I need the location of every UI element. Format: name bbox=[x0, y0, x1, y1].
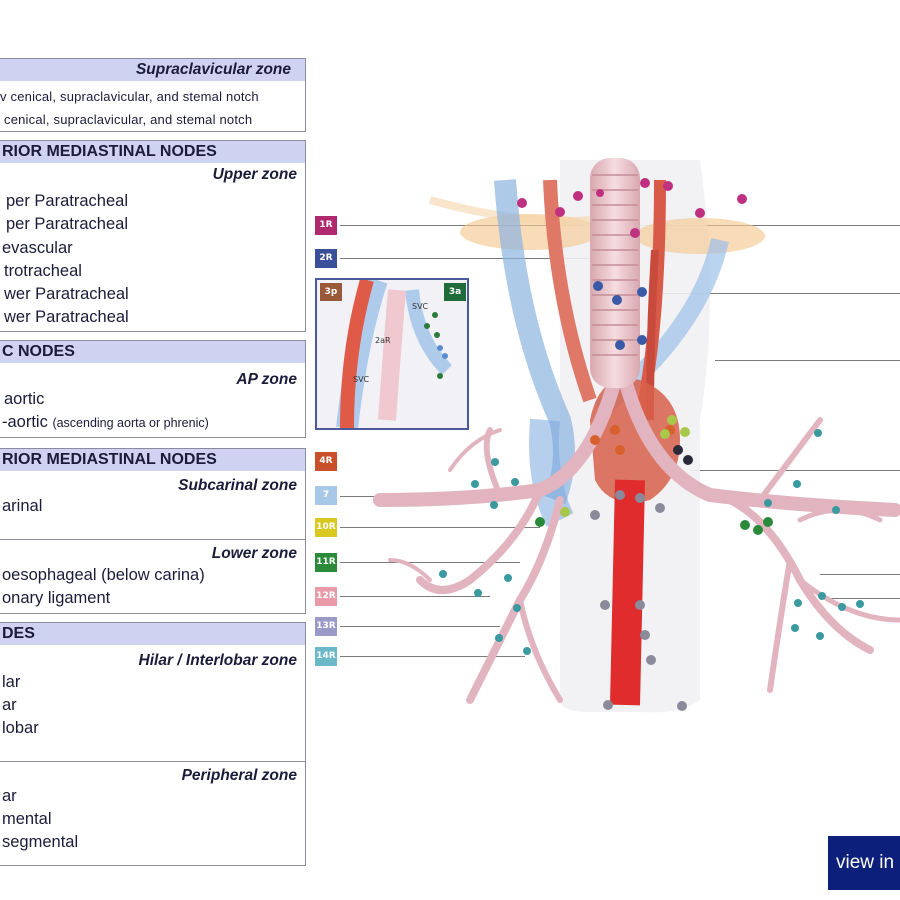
n1-row: ar bbox=[2, 696, 17, 714]
station-13R-badge[interactable]: 13R bbox=[315, 617, 337, 636]
leader-line bbox=[820, 598, 900, 599]
superior-row: per Paratracheal bbox=[6, 192, 128, 210]
subcarinal-zone-title: Subcarinal zone bbox=[178, 477, 297, 494]
inferior-row: onary ligament bbox=[2, 589, 111, 607]
superior-mediastinal-header: RIOR MEDIASTINAL NODES bbox=[0, 141, 305, 163]
inset-trachea bbox=[378, 289, 406, 421]
lymph-nodes-green bbox=[535, 415, 773, 535]
station-7-badge[interactable]: 7 bbox=[315, 486, 337, 505]
trachea bbox=[590, 158, 640, 388]
station-10R-badge[interactable]: 10R bbox=[315, 518, 337, 537]
station-4R-badge[interactable]: 4R bbox=[315, 452, 337, 471]
trachea-rings bbox=[592, 174, 638, 356]
supraclavicular-zone-title: Supraclavicular zone bbox=[0, 59, 305, 81]
lymph-nodes-pink bbox=[517, 178, 747, 238]
n1-row: mental bbox=[2, 810, 52, 828]
inset-aorta bbox=[340, 280, 374, 428]
n1-row: segmental bbox=[2, 833, 79, 851]
inset-label: 2aR bbox=[375, 336, 391, 345]
divider bbox=[0, 539, 305, 540]
right-clavicle-shadow bbox=[635, 218, 765, 254]
inset-vessel bbox=[405, 289, 453, 375]
upper-zone-title: Upper zone bbox=[212, 166, 297, 183]
left-brachiocephalic-vein bbox=[594, 237, 729, 418]
left-clavicle-shadow bbox=[460, 214, 600, 250]
inferior-row: arinal bbox=[2, 497, 43, 515]
hilar-interlobar-zone-title: Hilar / Interlobar zone bbox=[138, 652, 297, 669]
leader-line bbox=[690, 470, 900, 471]
inset-anatomy bbox=[336, 280, 453, 428]
superior-row: trotracheal bbox=[4, 262, 82, 280]
clavicle-band bbox=[428, 196, 591, 225]
n1-row: lar bbox=[2, 673, 21, 691]
right-carotid-artery bbox=[543, 179, 597, 403]
aortic-row: -aortic (ascending aorta or phrenic) bbox=[2, 413, 209, 432]
ap-zone-title: AP zone bbox=[236, 371, 297, 388]
inferior-row: oesophageal (below carina) bbox=[2, 566, 205, 584]
lymph-nodes-gray bbox=[590, 490, 687, 711]
station-12R-badge[interactable]: 12R bbox=[315, 587, 337, 606]
station-11R-badge[interactable]: 11R bbox=[315, 553, 337, 572]
leader-line bbox=[340, 527, 540, 528]
n1-nodes-header: DES bbox=[0, 623, 305, 645]
leader-line bbox=[340, 258, 590, 259]
lymph-nodes-blue bbox=[593, 281, 647, 350]
aortic-row-note: (ascending aorta or phrenic) bbox=[52, 416, 209, 430]
supraclavicular-panel: Supraclavicular zone v cenical, supracla… bbox=[0, 58, 306, 132]
lower-zone-title: Lower zone bbox=[211, 545, 297, 562]
lymph-nodes-teal bbox=[439, 429, 864, 655]
superior-row: wer Paratracheal bbox=[4, 285, 129, 303]
inset-svc-label: SVC bbox=[412, 302, 429, 311]
station-14R-badge[interactable]: 14R bbox=[315, 647, 337, 666]
view-in-button[interactable]: view in bbox=[828, 836, 900, 890]
station-2R-badge[interactable]: 2R bbox=[315, 249, 337, 268]
supraclavicular-row-2: cenical, supraclavicular, and stemal not… bbox=[4, 112, 253, 127]
leader-line bbox=[820, 574, 900, 575]
superior-mediastinal-panel: RIOR MEDIASTINAL NODES Upper zone per Pa… bbox=[0, 140, 306, 332]
inset-label: SVC bbox=[353, 375, 370, 384]
left-subclavian-artery bbox=[646, 249, 659, 421]
station-1R-badge[interactable]: 1R bbox=[315, 216, 337, 235]
aortic-arch bbox=[590, 378, 680, 503]
divider bbox=[0, 761, 305, 762]
inferior-mediastinal-panel: RIOR MEDIASTINAL NODES Subcarinal zone a… bbox=[0, 448, 306, 614]
aortic-row-label: -aortic bbox=[2, 413, 48, 431]
leader-line bbox=[655, 293, 900, 294]
leader-line bbox=[340, 596, 490, 597]
leader-line bbox=[340, 626, 500, 627]
body-silhouette bbox=[560, 160, 710, 713]
leader-line bbox=[715, 360, 900, 361]
n1-nodes-panel: DES Hilar / Interlobar zone lar ar lobar… bbox=[0, 622, 306, 866]
lymph-nodes-dark bbox=[673, 445, 693, 465]
aortic-panel: C NODES AP zone aortic -aortic (ascendin… bbox=[0, 340, 306, 438]
leader-line bbox=[340, 562, 520, 563]
aortic-header: C NODES bbox=[0, 341, 305, 363]
subcarinal-inset-diagram: 3p 3a SVC 2aR SVC bbox=[315, 278, 469, 430]
vena-cava bbox=[529, 418, 574, 527]
descending-aorta bbox=[610, 479, 645, 706]
supraclavicular-row-1: v cenical, supraclavicular, and stemal n… bbox=[0, 89, 259, 104]
aortic-row: aortic bbox=[4, 390, 45, 408]
peripheral-zone-title: Peripheral zone bbox=[181, 767, 297, 784]
n1-row: lobar bbox=[2, 719, 39, 737]
superior-row: evascular bbox=[2, 239, 73, 257]
station-3a-badge[interactable]: 3a bbox=[444, 283, 466, 301]
n1-row: ar bbox=[2, 787, 17, 805]
superior-row: per Paratracheal bbox=[6, 215, 128, 233]
lymph-nodes-orange bbox=[590, 425, 675, 455]
right-brachiocephalic-vein bbox=[494, 179, 575, 504]
leader-line bbox=[340, 496, 530, 497]
inferior-mediastinal-header: RIOR MEDIASTINAL NODES bbox=[0, 449, 305, 471]
left-carotid-artery bbox=[634, 179, 666, 422]
station-3p-badge[interactable]: 3p bbox=[320, 283, 342, 301]
leader-line bbox=[340, 656, 525, 657]
leader-line bbox=[340, 225, 900, 226]
superior-row: wer Paratracheal bbox=[4, 308, 129, 326]
